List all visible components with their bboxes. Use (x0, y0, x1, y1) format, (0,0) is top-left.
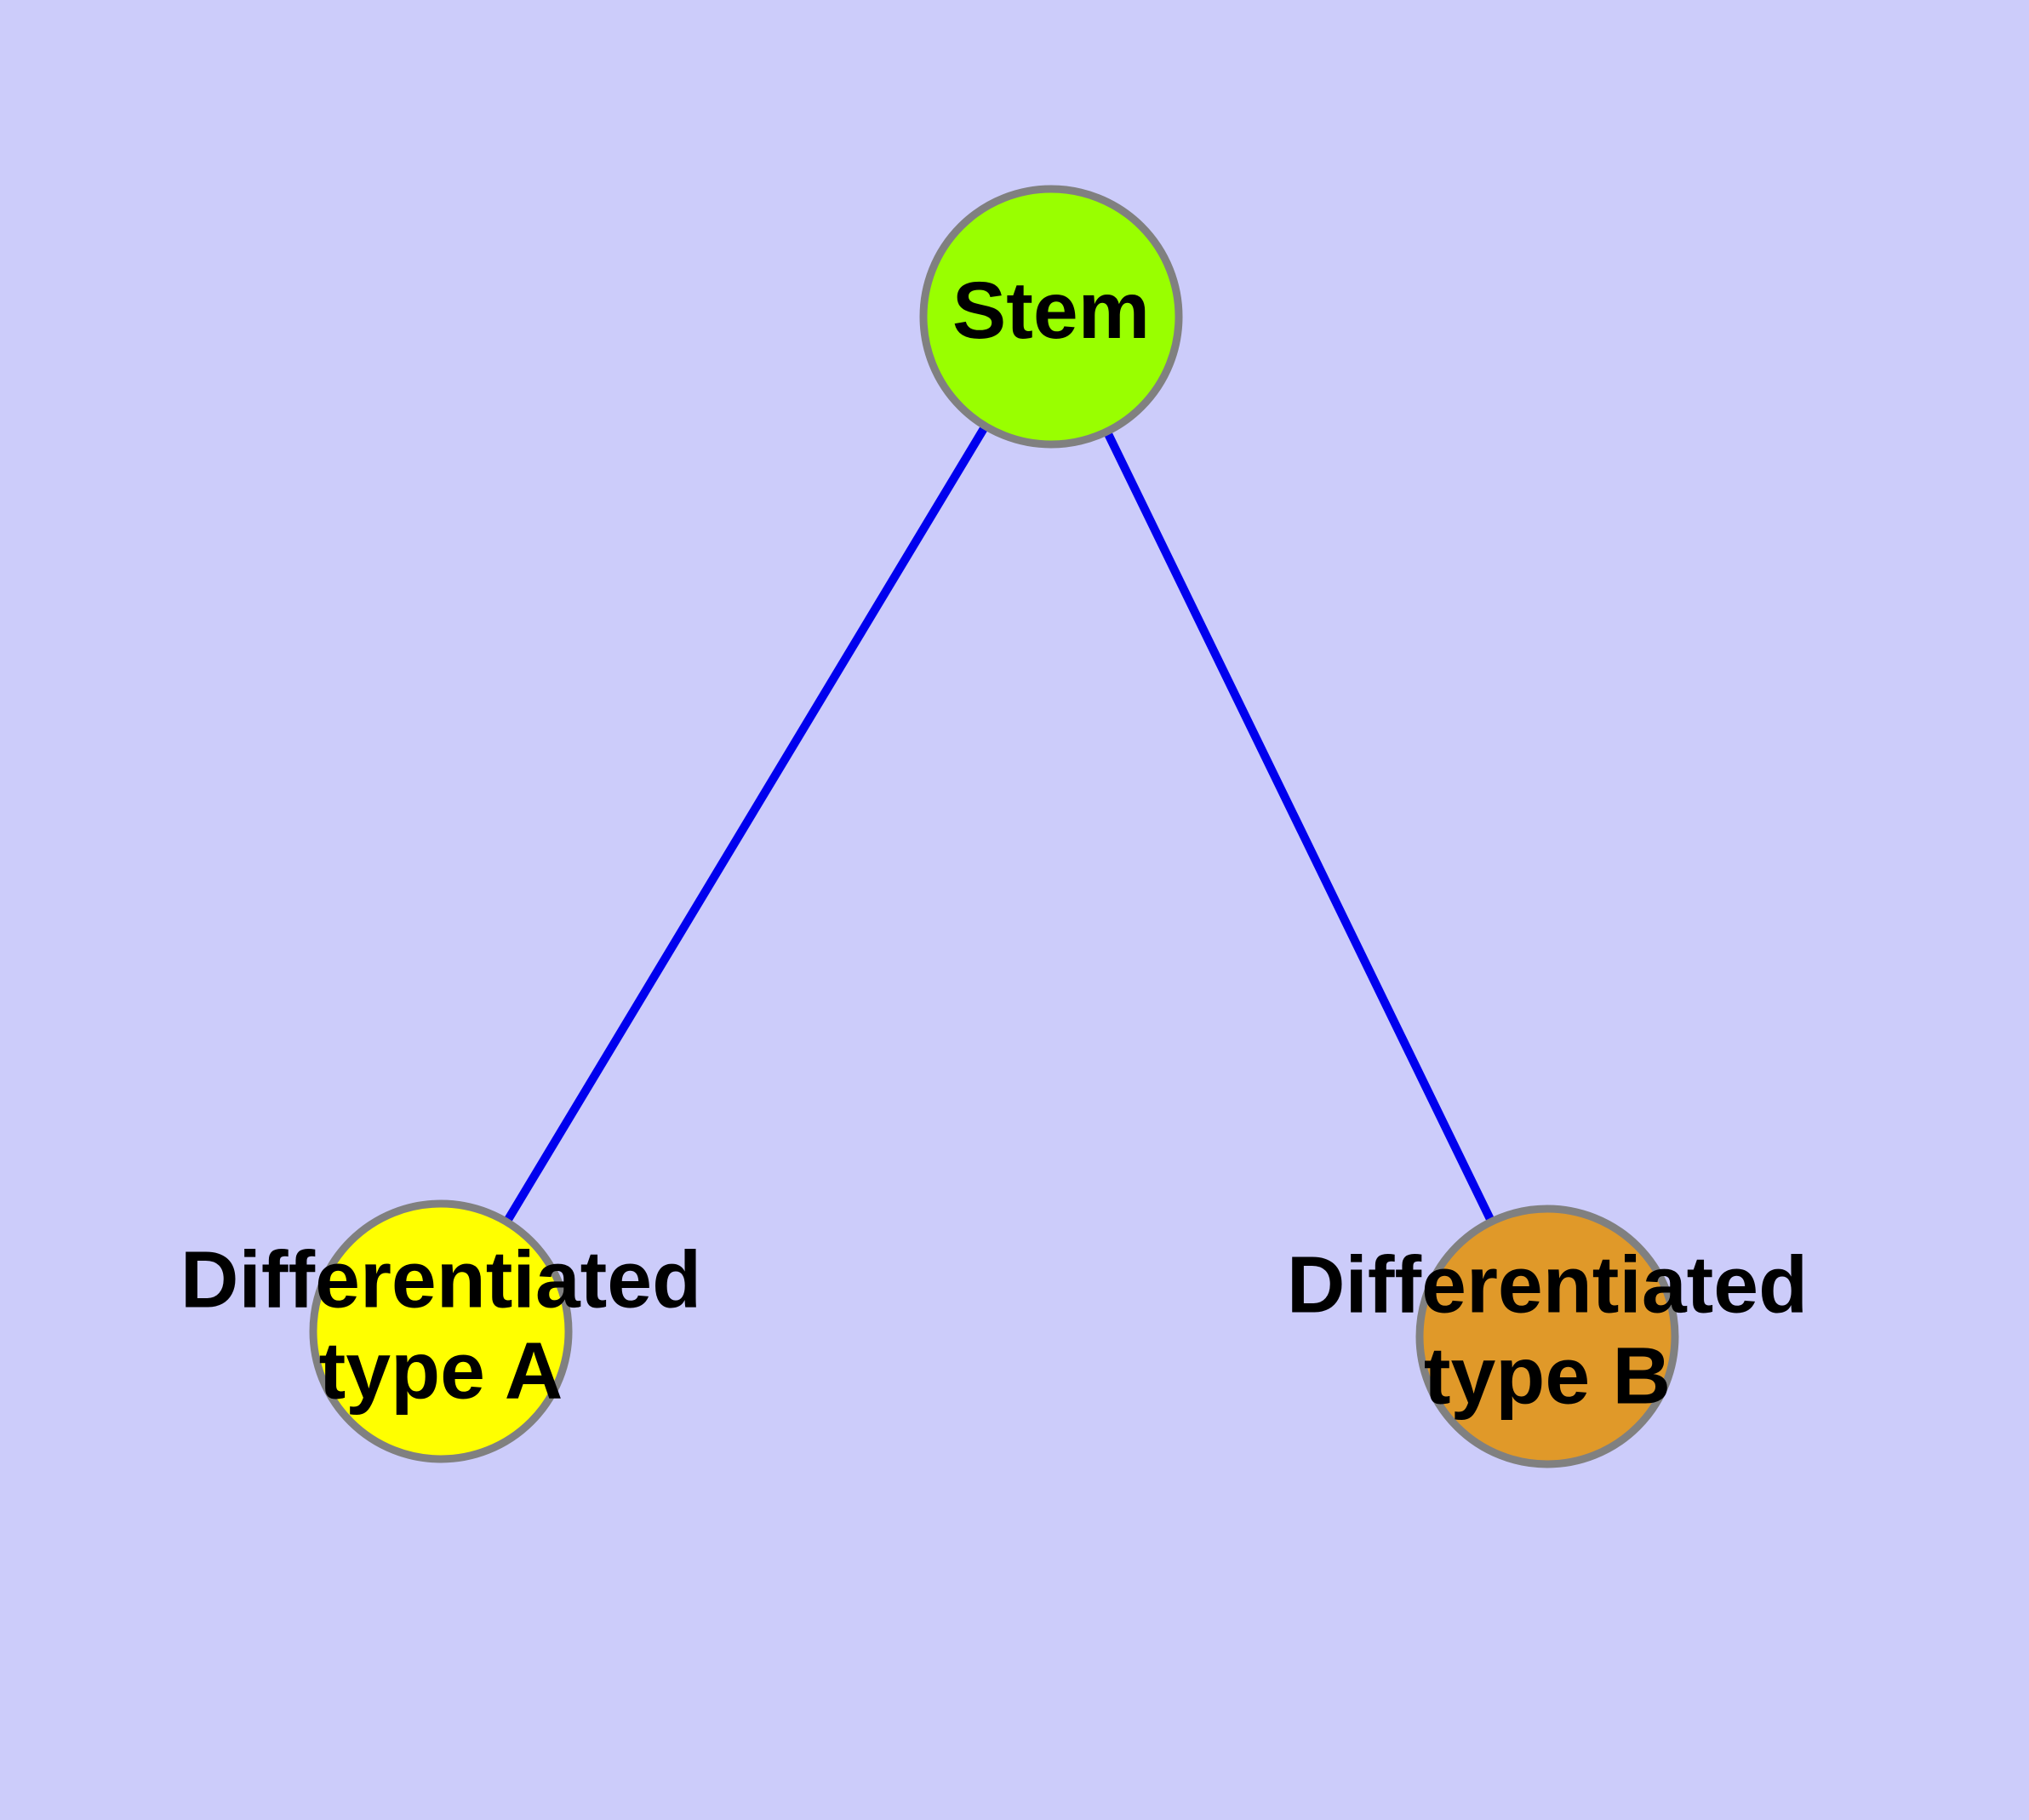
edges-layer (437, 314, 1552, 1339)
node-label-line: type A (319, 1326, 563, 1417)
node-label-line: Differentiated (180, 1234, 701, 1325)
node-label-stem: Stem (952, 266, 1150, 356)
node-label-line: Stem (952, 266, 1150, 356)
nodes-layer (309, 185, 1679, 1468)
edge-stem-diff-b[interactable] (1047, 314, 1552, 1339)
node-diff_a[interactable] (309, 1199, 573, 1463)
node-label-line: Differentiated (1287, 1239, 1808, 1330)
node-stem[interactable] (919, 185, 1183, 449)
node-label-line: type B (1424, 1331, 1671, 1422)
edge-stem-diff-a[interactable] (437, 314, 1055, 1334)
node-diff_b[interactable] (1415, 1205, 1679, 1468)
